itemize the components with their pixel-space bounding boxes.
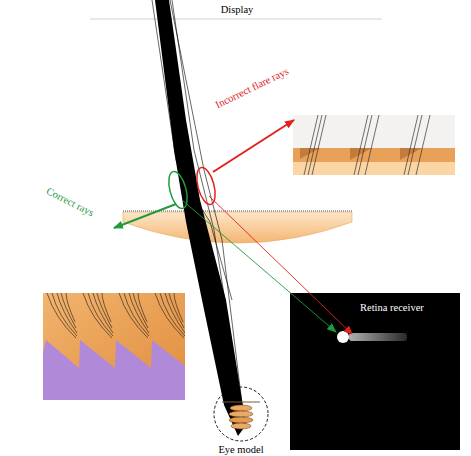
focus-spot: [337, 331, 349, 343]
flare-label: Incorrect flare rays: [214, 65, 291, 110]
eye-model: Eye model: [213, 386, 269, 442]
ray-line: [61, 293, 76, 328]
node-label: Eye model: [218, 444, 263, 456]
eye-lens: [229, 417, 253, 423]
dashed-outline: [213, 386, 269, 442]
flare-smear: [349, 333, 407, 341]
display-label: Display: [221, 4, 254, 16]
ray-line: [66, 293, 75, 322]
eye-lens: [231, 423, 251, 429]
inset-lens-body: [43, 293, 185, 400]
eye-lens: [230, 405, 252, 411]
ray-line: [354, 115, 379, 175]
ray-line: [404, 115, 430, 175]
inset-ground: [293, 115, 455, 148]
ray-line: [52, 293, 77, 336]
inset-ground: [43, 340, 185, 400]
ray-fan: [119, 293, 149, 338]
display-plane: [90, 19, 382, 20]
ray-line: [304, 115, 326, 175]
inset-lens-body: [293, 162, 455, 175]
ray-line: [57, 293, 77, 333]
eye-lens: [229, 411, 253, 417]
correct-inset: [43, 293, 185, 400]
ray-fan: [47, 293, 77, 338]
ray-line: [47, 293, 76, 338]
eye-lens-stack: [222, 402, 260, 429]
flare-inset: [293, 115, 455, 175]
ray-line: [160, 0, 232, 300]
ray-fan: [155, 293, 185, 338]
node-label: Retina receiver: [360, 302, 424, 314]
zoom-arrow: [213, 120, 294, 172]
eye-surface: [222, 402, 260, 403]
inset-lens-band: [293, 148, 455, 162]
retina-image: [290, 293, 460, 450]
groove-shadow: [300, 148, 422, 160]
flare-ray-lines: [304, 115, 430, 175]
fresnel-lens: [123, 212, 352, 243]
trace-arrow: [182, 200, 336, 332]
trace-arrow: [209, 196, 352, 334]
correct-label: Correct rays: [44, 185, 95, 219]
zoom-arrow: [114, 204, 176, 228]
retina-receiver: Retina receiver: [290, 293, 460, 450]
ray-fan: [83, 293, 113, 338]
eye-outline: [214, 387, 268, 441]
